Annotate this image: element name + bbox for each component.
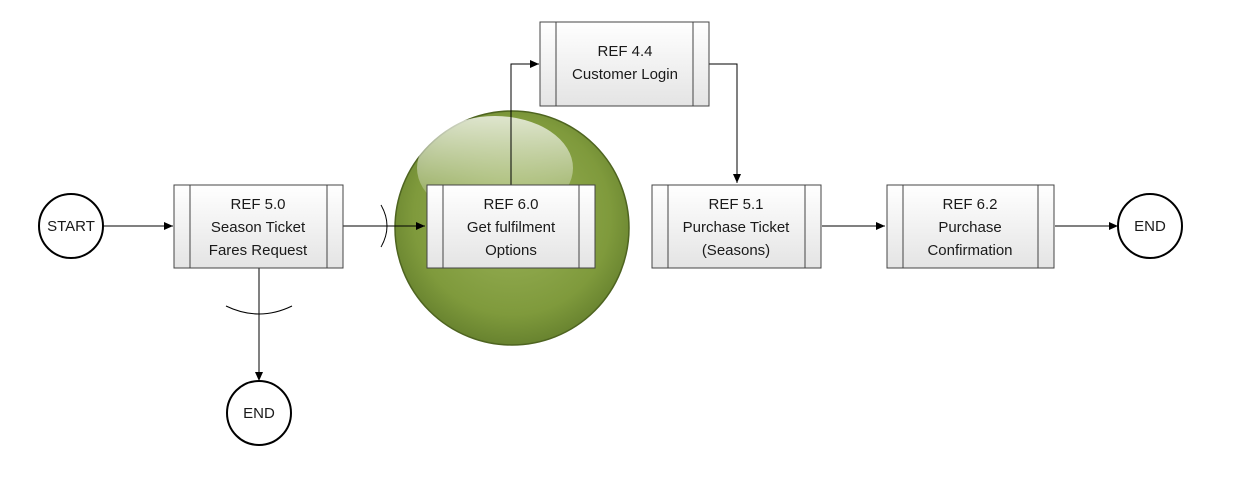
terminal-end-bottom: END [226, 380, 292, 446]
process-ref-4-4: REF 4.4 Customer Login [539, 21, 710, 107]
process-ref-6-2-line2: Purchase [938, 219, 1001, 236]
process-ref-6-0-line2: Get fulfilment [467, 219, 556, 236]
process-ref-6-2-line3: Confirmation [927, 242, 1012, 259]
process-ref-6-0: REF 6.0 Get fulfilment Options [426, 184, 596, 269]
connector-6-0-to-4-4 [510, 60, 539, 185]
terminal-start-label: START [47, 218, 95, 235]
process-ref-5-0-ref: REF 5.0 [230, 196, 285, 213]
connector-4-4-to-5-1 [709, 63, 741, 183]
process-ref-5-0: REF 5.0 Season Ticket Fares Request [173, 184, 344, 269]
crossover-arc-horizontal [380, 204, 388, 248]
process-ref-5-1-line3: (Seasons) [702, 242, 770, 259]
terminal-end-bottom-label: END [243, 405, 275, 422]
process-ref-5-1-ref: REF 5.1 [708, 196, 763, 213]
process-ref-5-1: REF 5.1 Purchase Ticket (Seasons) [651, 184, 822, 269]
process-ref-5-0-line2: Season Ticket [211, 219, 306, 236]
terminal-start: START [38, 193, 104, 259]
crossover-arc-vertical [225, 305, 293, 315]
process-ref-6-0-line3: Options [485, 242, 537, 259]
process-ref-4-4-ref: REF 4.4 [597, 43, 652, 60]
terminal-end-right: END [1117, 193, 1183, 259]
process-ref-6-0-ref: REF 6.0 [483, 196, 538, 213]
process-ref-5-1-line2: Purchase Ticket [683, 219, 791, 236]
process-ref-6-2-ref: REF 6.2 [942, 196, 997, 213]
process-ref-4-4-line2: Customer Login [572, 66, 678, 83]
terminal-end-right-label: END [1134, 218, 1166, 235]
connectors [103, 60, 1118, 381]
process-ref-6-2: REF 6.2 Purchase Confirmation [886, 184, 1055, 269]
process-ref-5-0-line3: Fares Request [209, 242, 308, 259]
